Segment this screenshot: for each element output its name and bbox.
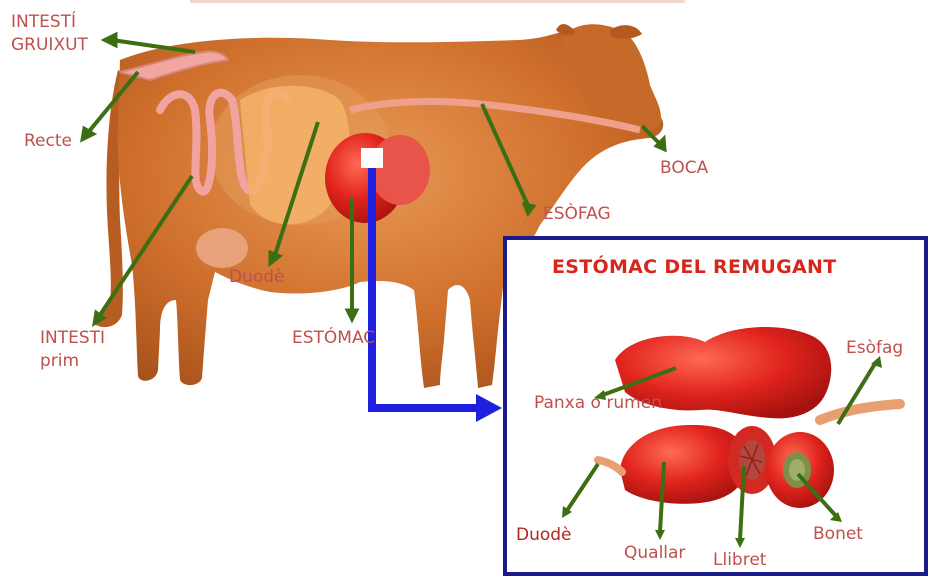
stomach-illustration <box>594 326 905 508</box>
label-duode: Duodè <box>229 267 285 287</box>
label-duode-inset: Duodè <box>516 525 572 545</box>
label-intesti-gruixut-line1: INTESTÍ <box>11 12 77 32</box>
pointer-quallar <box>658 461 666 533</box>
pointer-panxa <box>599 366 677 398</box>
label-esofag: ESÒFAG <box>543 204 611 224</box>
inset-title: ESTÓMAC DEL REMUGANT <box>552 256 837 278</box>
label-intesti-prim-line1: INTESTI <box>40 328 106 348</box>
cow-illustration <box>96 24 664 388</box>
label-intesti-gruixut: INTESTÍ GRUIXUT <box>11 11 88 57</box>
label-bonet: Bonet <box>813 524 863 544</box>
label-esofag-inset: Esòfag <box>846 338 904 358</box>
label-intesti-gruixut-line2: GRUIXUT <box>11 35 88 55</box>
connector-arrow <box>368 168 480 412</box>
inset-pointers <box>564 360 878 541</box>
pointer-llibret <box>738 465 746 541</box>
pointer-esofag-inset <box>836 360 878 426</box>
label-llibret: Llibret <box>713 550 767 570</box>
pointer-intesti-gruixut <box>111 38 196 54</box>
pointer-intesti-prim <box>96 174 194 320</box>
label-recte: Recte <box>24 131 72 151</box>
label-intesti-prim-line2: prim <box>40 351 80 371</box>
pointer-duode-inset <box>564 462 600 514</box>
stomach-marker <box>361 148 383 168</box>
label-panxa-rumen: Panxa o rumen <box>534 393 662 413</box>
cow-pointers <box>84 38 664 320</box>
pointer-bonet <box>796 472 838 518</box>
label-quallar: Quallar <box>624 543 686 563</box>
label-boca: BOCA <box>660 158 709 178</box>
pointer-esofag <box>480 103 532 211</box>
pointer-recte <box>84 70 140 137</box>
label-intesti-prim: INTESTI prim <box>40 327 105 373</box>
pointer-duode <box>272 121 320 259</box>
label-estomac: ESTÓMAC <box>292 328 376 348</box>
top-rule <box>190 0 685 3</box>
